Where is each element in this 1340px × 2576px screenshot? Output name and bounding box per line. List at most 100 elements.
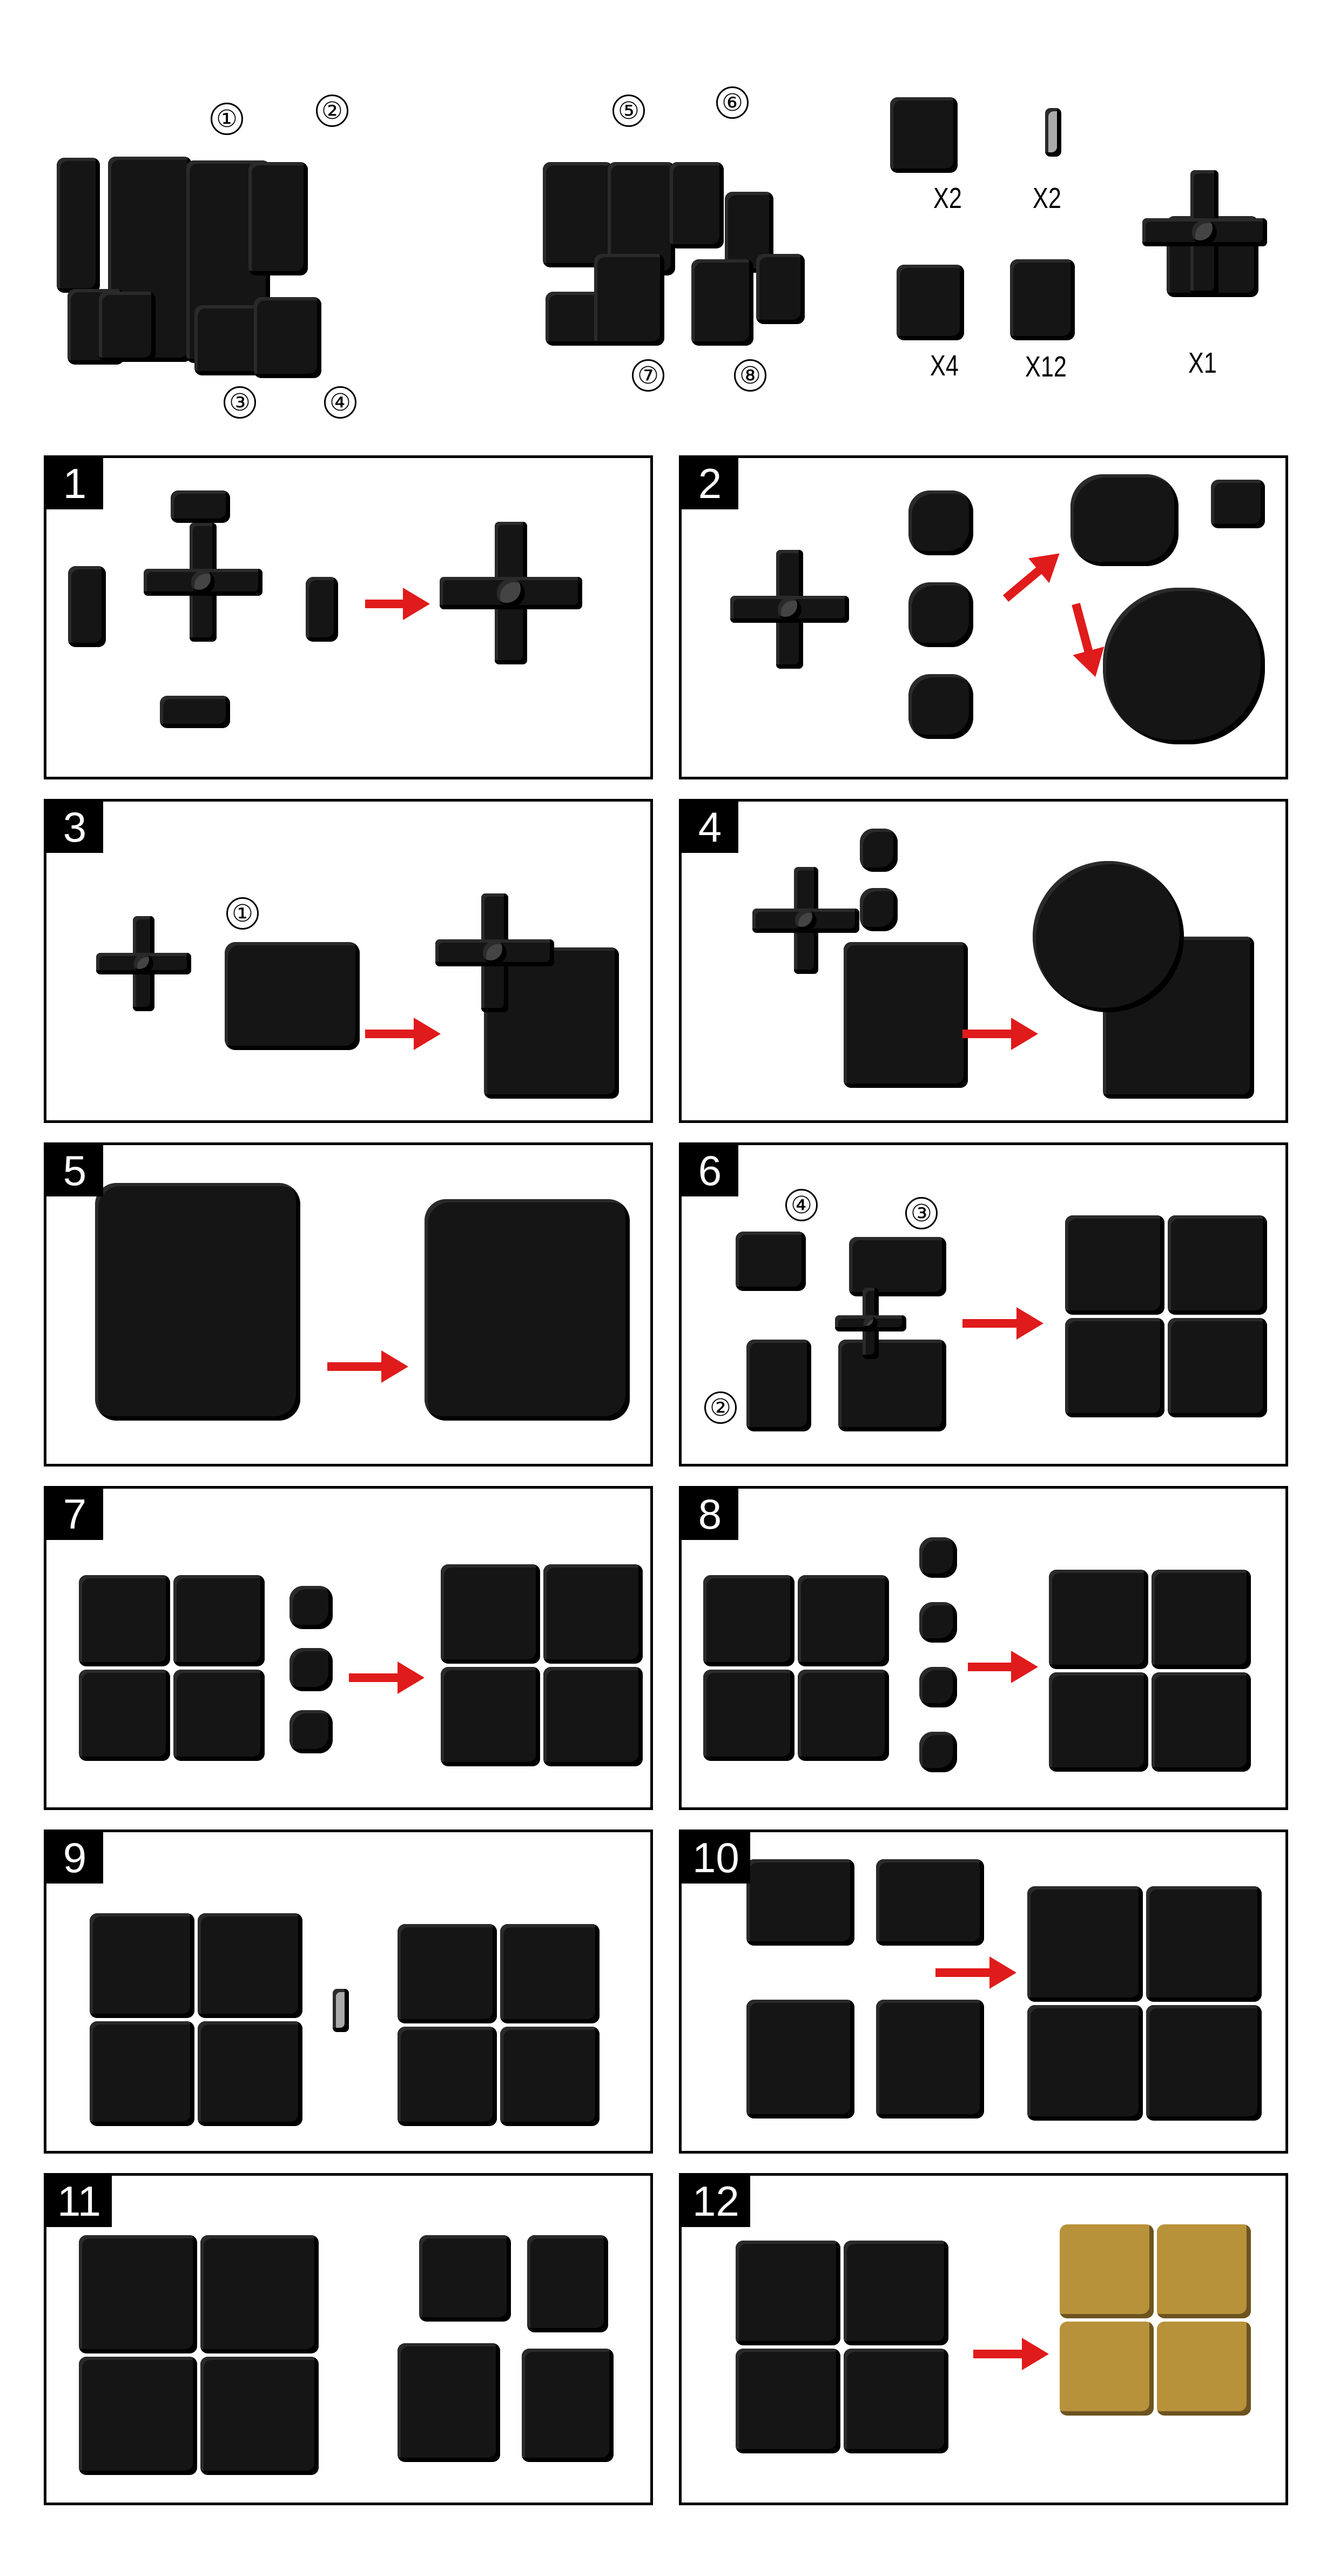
red-arrow-icon [1002,553,1060,602]
cube-piece [171,490,230,523]
cube-face-tile [198,2021,302,2126]
cube-piece [425,1199,630,1421]
cube-face-tile [1152,1672,1251,1772]
red-arrow-icon [349,1662,425,1694]
cube-face-tile [398,1924,497,2023]
red-arrow-icon [1072,602,1105,677]
cube-face-tile [79,1575,170,1666]
cube-piece [908,582,973,647]
core-hub [134,954,153,973]
cube-face-tile [79,2235,197,2353]
cube-piece [746,1859,854,1946]
cube-face-tile [200,2235,319,2353]
cube-face-tile [1065,1318,1164,1417]
cube-face-tile [398,2027,497,2126]
step-number: 12 [682,2176,750,2227]
step-number: 5 [46,1145,103,1196]
cube-face-tile [844,2241,948,2345]
piece-callout: ④ [785,1189,818,1221]
step-panel-4: 4 [679,799,1288,1123]
step-panel-10: 10 [679,1830,1288,2154]
cube-face-tile [1065,1215,1164,1315]
cube-face-tile [1168,1318,1267,1417]
cube-face-tile [1157,2224,1251,2318]
cube-face-tile [441,1564,540,1664]
step-number: 9 [46,1832,103,1884]
step-number: 10 [682,1832,750,1884]
step-number: 11 [46,2176,112,2227]
piece-label-7: ⑦ [632,359,664,392]
cube-face-tile [173,1670,265,1761]
cube-piece [756,254,805,324]
cube-face-tile [1146,2005,1262,2121]
piece-label-8: ⑧ [734,359,766,392]
cube-face-tile [703,1670,794,1761]
cube-piece [419,2235,511,2322]
step-number: 3 [46,802,103,853]
cube-piece [594,254,664,346]
cube-piece [897,265,964,340]
cube-piece [522,2349,614,2462]
cube-piece [919,1667,957,1707]
cube-piece [398,2343,500,2462]
qty-screw: X2 [1033,182,1061,214]
cube-face-tile [543,1667,643,1766]
cube-face-tile [1049,1570,1148,1669]
cube-piece [254,297,321,378]
cube-face-tile [200,2357,319,2475]
cube-piece [746,2000,854,2118]
cube-face-tile [798,1670,889,1761]
core-hub [778,597,802,621]
red-arrow-icon [365,588,430,620]
cube-piece [1070,474,1179,566]
cube-face-tile [736,2241,840,2345]
step-panel-11: 11 [44,2173,653,2505]
core-hub [496,579,526,608]
cube-piece [1010,259,1075,340]
cube-piece [876,1859,984,1946]
step-number: 4 [682,802,738,853]
cube-piece [95,1183,300,1421]
cube-piece [736,1232,806,1291]
step-panel-5: 5 [44,1142,653,1467]
core-hub [191,570,215,594]
cube-piece [57,158,100,293]
cube-piece [844,942,968,1088]
cube-piece [527,2235,608,2332]
cube-face-tile [1027,2005,1143,2121]
cube-piece [289,1648,333,1691]
cube-face-tile [198,1913,302,2018]
piece-label-1: ① [211,103,243,135]
cube-piece [68,566,106,647]
cube-face-tile [543,1564,643,1664]
cube-piece [908,674,973,739]
cube-piece [1211,480,1265,528]
step-number: 8 [682,1489,738,1540]
cube-face-tile [1152,1570,1251,1669]
red-arrow-icon [968,1651,1038,1683]
cube-piece [99,292,156,362]
cube-piece [746,1340,811,1431]
core-hub [1191,219,1217,245]
cube-piece [876,2000,984,2118]
cube-piece [691,259,753,346]
step-panel-12: 12 [679,2173,1288,2505]
cube-face-tile [844,2349,948,2453]
piece-label-3: ③ [224,386,256,419]
cube-face-tile [1060,2322,1154,2416]
cube-face-tile [1060,2224,1154,2318]
cube-face-tile [798,1575,889,1666]
red-arrow-icon [973,2338,1049,2370]
cube-face-tile [1027,1886,1143,2002]
step-panel-7: 7 [44,1486,653,1810]
cube-piece [670,162,724,248]
step-panel-2: 2 [679,455,1288,779]
cube-face-tile [90,2021,194,2126]
piece-label-4: ④ [324,386,356,419]
cube-piece [860,888,898,931]
step-panel-9: 9 [44,1830,653,2154]
cube-face-tile [441,1667,540,1766]
red-arrow-icon [962,1018,1038,1050]
piece-callout: ② [704,1391,737,1424]
